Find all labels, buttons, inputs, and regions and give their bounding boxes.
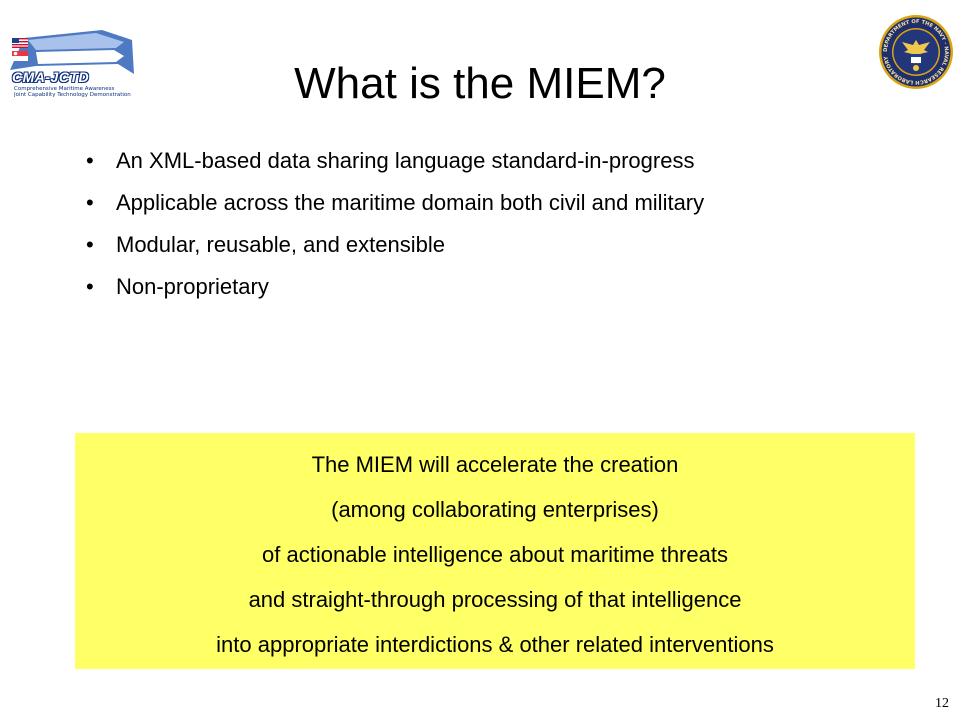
callout-line: into appropriate interdictions & other r… [216,632,774,657]
cma-jctd-subtitle-2: Joint Capability Technology Demonstratio… [14,92,131,98]
bullet-text: Applicable across the maritime domain bo… [116,190,705,215]
us-flag-icon [12,38,28,48]
callout-box: The MIEM will accelerate the creation (a… [75,433,915,669]
bullet-dot-icon: • [86,190,94,215]
cma-jctd-brand-text: CMA-JCTD [12,69,90,85]
bullet-item: • An XML-based data sharing language sta… [86,146,876,176]
callout-line: of actionable intelligence about maritim… [262,542,728,567]
bullet-item: • Non-proprietary [86,272,876,302]
cma-jctd-logo: CMA-JCTD Comprehensive Maritime Awarenes… [6,20,138,98]
bullet-text: An XML-based data sharing language stand… [116,148,695,173]
bullet-dot-icon: • [86,274,94,299]
bullet-text: Modular, reusable, and extensible [116,232,445,257]
bullet-item: • Modular, reusable, and extensible [86,230,876,260]
cma-jctd-ship-icon [10,30,134,74]
callout-line: The MIEM will accelerate the creation [311,452,679,477]
callout-line: (among collaborating enterprises) [331,497,659,522]
singapore-flag-icon [12,51,28,61]
bullet-dot-icon: • [86,148,94,173]
bullet-text: Non-proprietary [116,274,269,299]
naval-research-laboratory-seal-icon: DEPARTMENT OF THE NAVY · NAVAL RESEARCH … [878,14,954,90]
cma-jctd-subtitle-1: Comprehensive Maritime Awareness [14,86,115,92]
page-number: 12 [935,696,949,711]
slide-title: What is the MIEM? [294,59,666,108]
bullet-item: • Applicable across the maritime domain … [86,188,876,218]
bullet-list: • An XML-based data sharing language sta… [86,146,876,314]
bullet-dot-icon: • [86,232,94,257]
callout-line: and straight-through processing of that … [248,587,742,612]
